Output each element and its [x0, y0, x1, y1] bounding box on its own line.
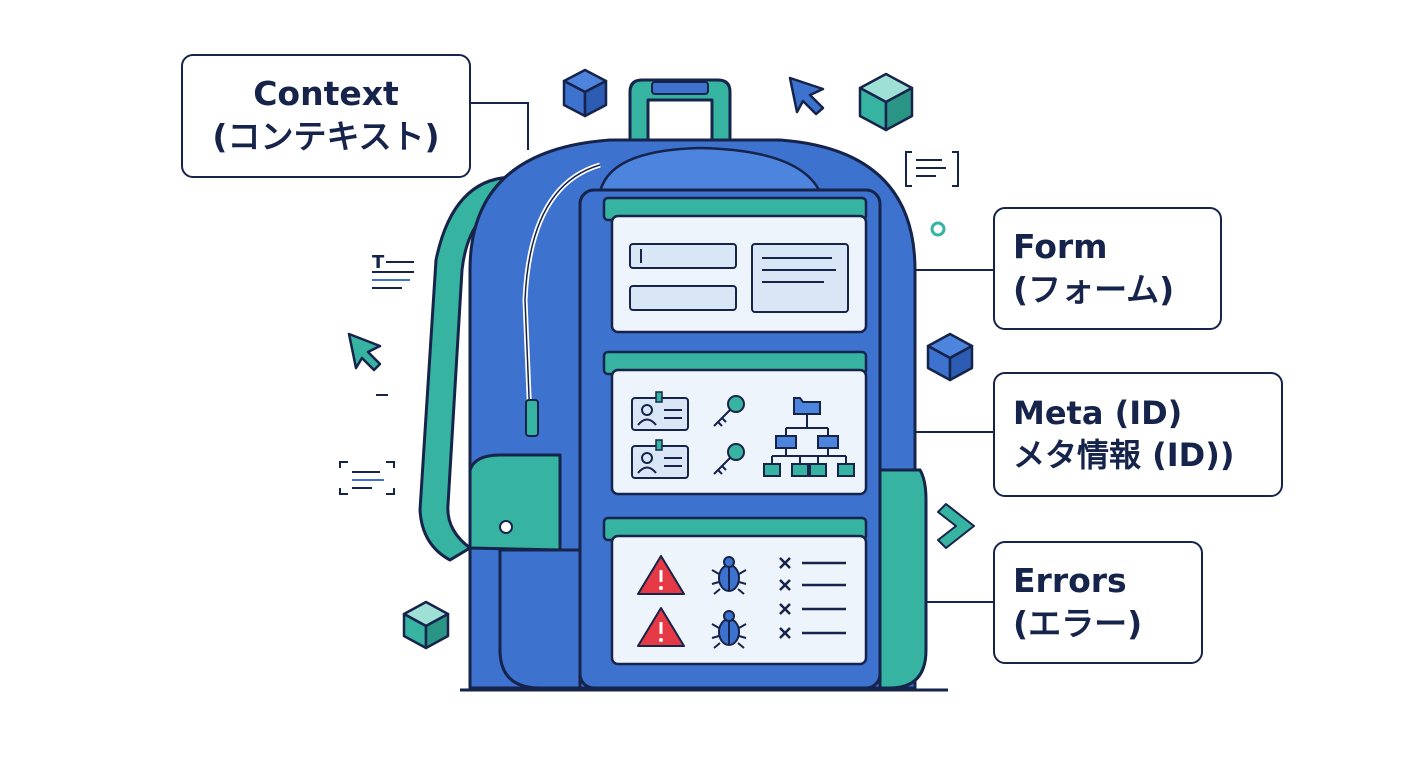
id-card-icon — [631, 391, 689, 431]
text-lines-icon: T — [372, 252, 414, 289]
bug-icon — [711, 610, 747, 649]
form-label-en: Form — [1013, 226, 1108, 266]
errors-label-en: Errors — [1013, 560, 1127, 600]
key-icon — [713, 395, 745, 427]
zipper-pull — [525, 399, 539, 437]
errors-label-ja: (エラー) — [1013, 603, 1143, 643]
bug-icon — [711, 556, 747, 595]
context-label-ja: (コンテキスト) — [212, 117, 440, 156]
cursor-icon — [347, 332, 382, 372]
errors-label: Errors (エラー) — [993, 541, 1203, 664]
cursor-icon — [788, 76, 825, 116]
context-label: Context (コンテキスト) — [181, 54, 471, 178]
form-textarea — [751, 243, 849, 313]
dashed-box-icon — [339, 461, 395, 495]
form-label-ja: (フォーム) — [1013, 269, 1175, 309]
backpack-side-pocket — [468, 453, 562, 552]
meta-label: Meta (ID) メタ情報 (ID)) — [993, 372, 1283, 497]
warning-icon — [637, 555, 685, 595]
form-field-1 — [629, 243, 737, 269]
document-icon — [905, 151, 959, 187]
cube-icon — [926, 332, 974, 382]
folder-tree-icon — [763, 397, 855, 477]
form-field-2 — [629, 285, 737, 311]
cube-icon — [402, 600, 450, 650]
form-panel — [602, 196, 868, 334]
id-card-icon — [631, 439, 689, 479]
meta-label-ja: メタ情報 (ID)) — [1013, 435, 1235, 474]
chevron-right-icon — [937, 503, 975, 549]
dot-decoration — [930, 221, 946, 237]
context-label-en: Context — [253, 74, 399, 114]
cube-icon — [562, 68, 608, 118]
svg-text:T: T — [372, 252, 385, 273]
errors-panel — [602, 516, 868, 666]
meta-panel — [602, 350, 868, 496]
backpack-lid — [598, 146, 822, 194]
key-icon — [713, 443, 745, 475]
x-list-icon — [779, 557, 846, 639]
meta-label-en: Meta (ID) — [1013, 393, 1183, 432]
cube-icon — [858, 72, 914, 132]
warning-icon — [637, 607, 685, 647]
form-label: Form (フォーム) — [993, 207, 1222, 330]
